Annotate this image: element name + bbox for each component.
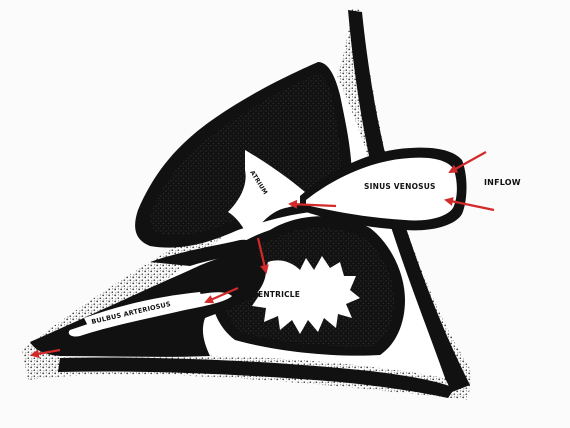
sinus-venosus-label: SINUS VENOSUS (364, 182, 436, 191)
inflow-label: INFLOW (484, 178, 521, 187)
ventricle-label: VENTRICLE (252, 290, 300, 299)
